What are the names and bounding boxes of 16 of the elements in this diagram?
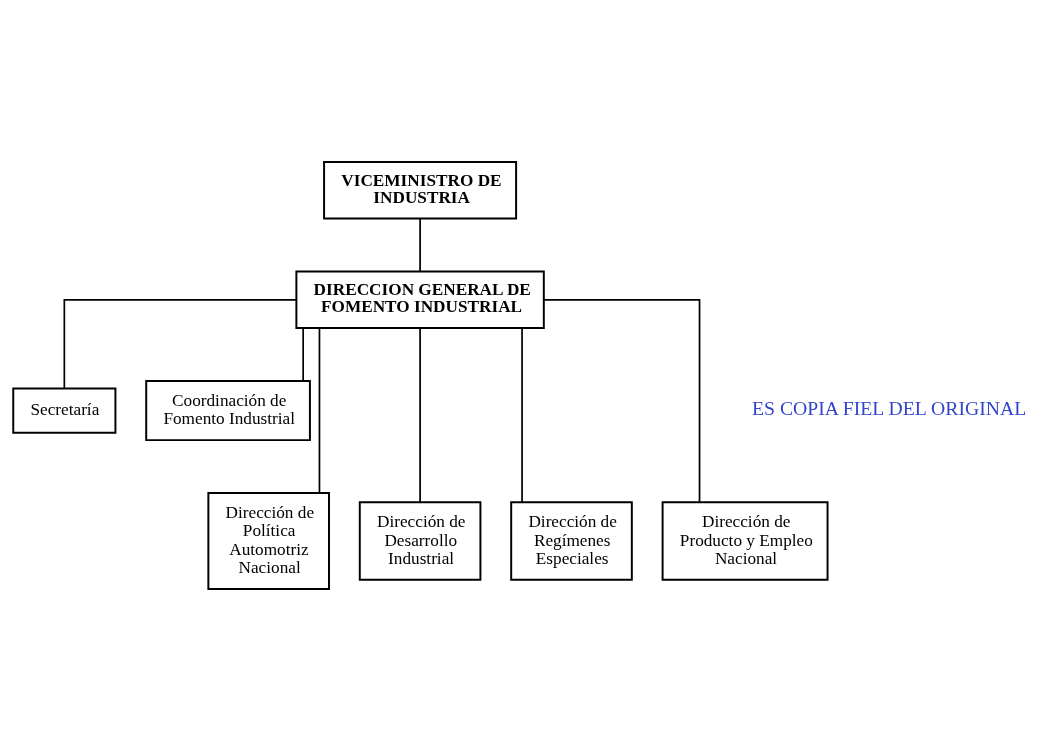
node-box: Dirección de Regímenes Especiales (510, 501, 633, 581)
label: ES COPIA FIEL DEL ORIGINAL (752, 397, 1027, 420)
connector (521, 327, 523, 503)
connector (419, 327, 421, 503)
connector (318, 327, 321, 494)
node-box: Dirección de Desarrollo Industrial (358, 501, 482, 581)
node-box: DIRECCION GENERAL DE FOMENTO INDUSTRIAL (295, 270, 545, 330)
connector (419, 218, 421, 273)
connector (63, 298, 298, 390)
connector (302, 327, 304, 382)
node-box: Secretaría (12, 387, 117, 434)
node-box: Dirección de Producto y Empleo Nacional (661, 501, 829, 581)
node-box: Dirección de Política Automotriz Nacional (207, 492, 330, 591)
node-box: Coordinación de Fomento Industrial (145, 380, 311, 442)
node-box: VICEMINISTRO DE INDUSTRIA (323, 160, 518, 220)
connector (543, 298, 701, 503)
